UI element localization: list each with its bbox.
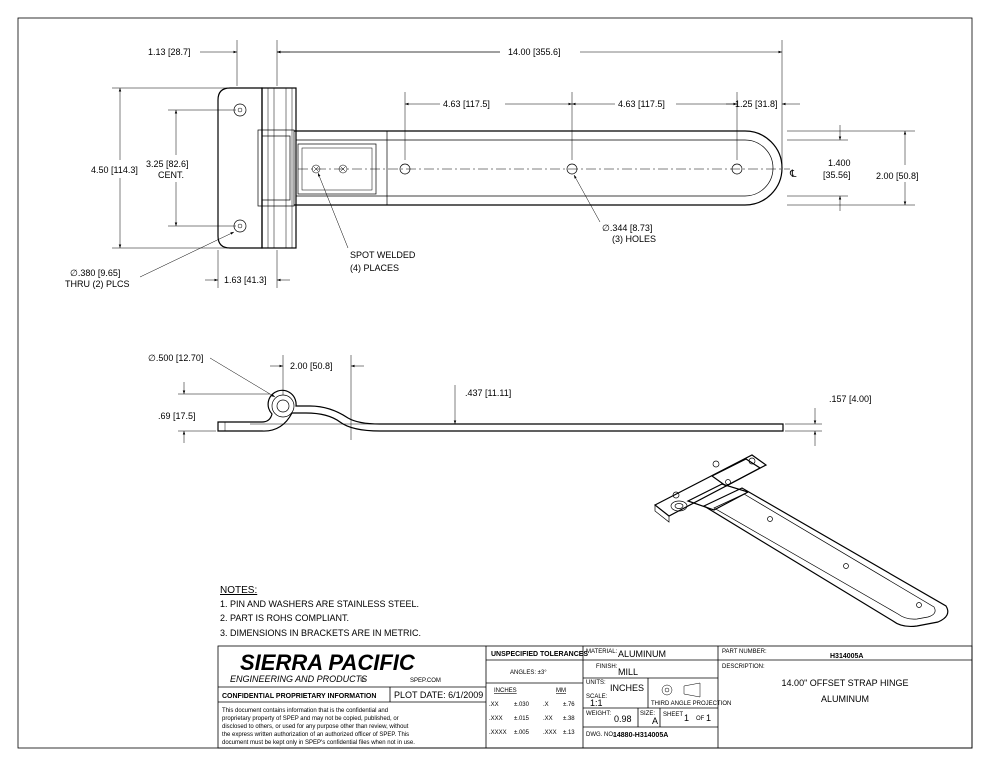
tolerance-inches-hdr: INCHES — [494, 688, 517, 694]
sheet-total: 1 — [706, 713, 711, 723]
side-profile — [217, 389, 784, 432]
notes-block: NOTES: 1. PIN AND WASHERS ARE STAINLESS … — [220, 585, 421, 638]
svg-text:±.38: ±.38 — [563, 716, 575, 722]
svg-text:.XXX: .XXX — [489, 716, 503, 722]
isometric-view — [653, 454, 949, 628]
side-base-height: .69 [17.5] — [158, 411, 196, 421]
svg-text:.XXXX: .XXXX — [489, 730, 507, 736]
svg-text:.XXX: .XXX — [543, 730, 557, 736]
strap-outline — [294, 130, 783, 206]
company-website: SPEP.COM — [410, 678, 441, 684]
tolerance-table: .XX ±.030 .X ±.76 .XXX ±.015 .XX ±.38 .X… — [489, 702, 575, 736]
registered-mark: ® — [360, 677, 365, 684]
dwg-no-value: 14880-H314005A — [613, 732, 668, 739]
dim-strap-width: 1.400 — [828, 158, 851, 168]
scale-label: SCALE: — [586, 694, 608, 700]
dim-hole-spacing-1: 4.63 [117.5] — [443, 99, 490, 109]
tolerance-angles: ANGLES: ±3° — [510, 670, 547, 676]
description-line-1: 14.00" OFFSET STRAP HINGE — [782, 678, 909, 688]
title-block: SIERRA PACIFIC ENGINEERING AND PRODUCTS … — [217, 645, 973, 749]
side-rise: .437 [11.11] — [465, 388, 511, 398]
tolerance-mm-hdr: MM — [556, 688, 566, 694]
note-3: 3. DIMENSIONS IN BRACKETS ARE IN METRIC. — [220, 628, 421, 638]
svg-text:.X: .X — [543, 702, 549, 708]
centerline-mark: ℄ — [789, 169, 797, 180]
notes-title: NOTES: — [220, 585, 257, 596]
confidential-line-5: document must be kept only in SPEP's con… — [222, 740, 415, 746]
plot-date: PLOT DATE: 6/1/2009 — [394, 690, 483, 700]
dim-hole-centers: 3.25 [82.6] — [146, 159, 189, 169]
company-name: SIERRA PACIFIC — [240, 650, 416, 675]
hinge-pin — [271, 394, 295, 418]
projection-label: THIRD ANGLE PROJECTION — [651, 701, 731, 707]
finish-label: FINISH: — [596, 664, 618, 670]
dim-strap-width-mm: [35.56] — [823, 170, 851, 180]
hinge-leaf-outline — [217, 87, 263, 249]
part-number-value: H314005A — [830, 653, 863, 660]
svg-text:.XX: .XX — [543, 716, 553, 722]
scale-value: 1:1 — [590, 698, 603, 708]
description-label: DESCRIPTION: — [722, 664, 765, 670]
units-label: UNITS: — [586, 680, 606, 686]
svg-text:.XX: .XX — [489, 702, 499, 708]
confidential-line-2: proprietary property of SPEP and may not… — [222, 716, 399, 722]
dwg-no-label: DWG. NO. — [586, 732, 615, 738]
note-1: 1. PIN AND WASHERS ARE STAINLESS STEEL. — [220, 599, 419, 609]
svg-text:±.015: ±.015 — [514, 716, 530, 722]
strap-hole-callout: ∅.344 [8.73] — [602, 223, 652, 233]
side-thickness: .157 [4.00] — [829, 394, 872, 404]
size-label: SIZE: — [640, 711, 655, 717]
side-pin-dia: ∅.500 [12.70] — [148, 353, 203, 363]
confidential-header: CONFIDENTIAL PROPRIETARY INFORMATION — [222, 693, 376, 700]
dim-left-ear: 1.13 [28.7] — [148, 47, 191, 57]
tolerance-title: UNSPECIFIED TOLERANCES — [491, 651, 588, 658]
sheet-border — [17, 17, 973, 749]
dim-strap-height: 2.00 [50.8] — [876, 171, 919, 181]
svg-text:±.76: ±.76 — [563, 702, 575, 708]
dim-overall-height: 4.50 [114.3] — [91, 165, 138, 175]
note-2: 2. PART IS ROHS COMPLIANT. — [220, 613, 349, 623]
leaf-hole-callout-qty: THRU (2) PLCS — [65, 279, 130, 289]
description-line-2: ALUMINUM — [821, 694, 869, 704]
spot-weld-callout: SPOT WELDED — [350, 250, 416, 260]
spot-weld-callout-qty: (4) PLACES — [350, 263, 399, 273]
svg-text:±.030: ±.030 — [514, 702, 530, 708]
weight-value: 0.98 — [614, 714, 632, 724]
material-value: ALUMINUM — [618, 649, 666, 659]
top-view: 1.13 [28.7] 14.00 [355.6] 4.63 [117.5] 4… — [65, 40, 919, 289]
confidential-line-4: the express written authorization of an … — [222, 732, 409, 738]
strap-hole-callout-qty: (3) HOLES — [612, 234, 656, 244]
hinge-barrel — [261, 87, 297, 249]
finish-value: MILL — [618, 667, 638, 677]
svg-text:±.005: ±.005 — [514, 730, 530, 736]
dim-cent-label: CENT. — [158, 170, 184, 180]
side-offset: 2.00 [50.8] — [290, 361, 333, 371]
confidential-line-1: This document contains information that … — [222, 708, 388, 714]
sheet-of-label: OF — [696, 716, 705, 722]
part-number-label: PART NUMBER: — [722, 649, 767, 655]
svg-text:±.13: ±.13 — [563, 730, 575, 736]
dim-hole-spacing-2: 4.63 [117.5] — [618, 99, 665, 109]
material-label: MATERIAL: — [586, 649, 618, 655]
iso-strap — [702, 487, 949, 628]
weight-label: WEIGHT: — [586, 711, 611, 717]
dim-end-radius: 1.25 [31.8] — [735, 99, 778, 109]
dim-overall-length: 14.00 [355.6] — [508, 47, 561, 57]
leaf-hole-callout: ∅.380 [9.65] — [70, 268, 120, 278]
side-view: ∅.500 [12.70] 2.00 [50.8] .437 [11.11] .… — [148, 353, 872, 446]
company-subtitle: ENGINEERING AND PRODUCTS — [230, 674, 367, 684]
third-angle-projection-icon — [661, 682, 701, 698]
sheet-number: 1 — [684, 713, 689, 723]
size-value: A — [652, 716, 658, 726]
dim-leaf-width: 1.63 [41.3] — [224, 275, 267, 285]
units-value: INCHES — [610, 683, 644, 693]
confidential-line-3: disclosed to others, or used for any pur… — [222, 724, 409, 730]
sheet-label: SHEET — [663, 712, 683, 718]
